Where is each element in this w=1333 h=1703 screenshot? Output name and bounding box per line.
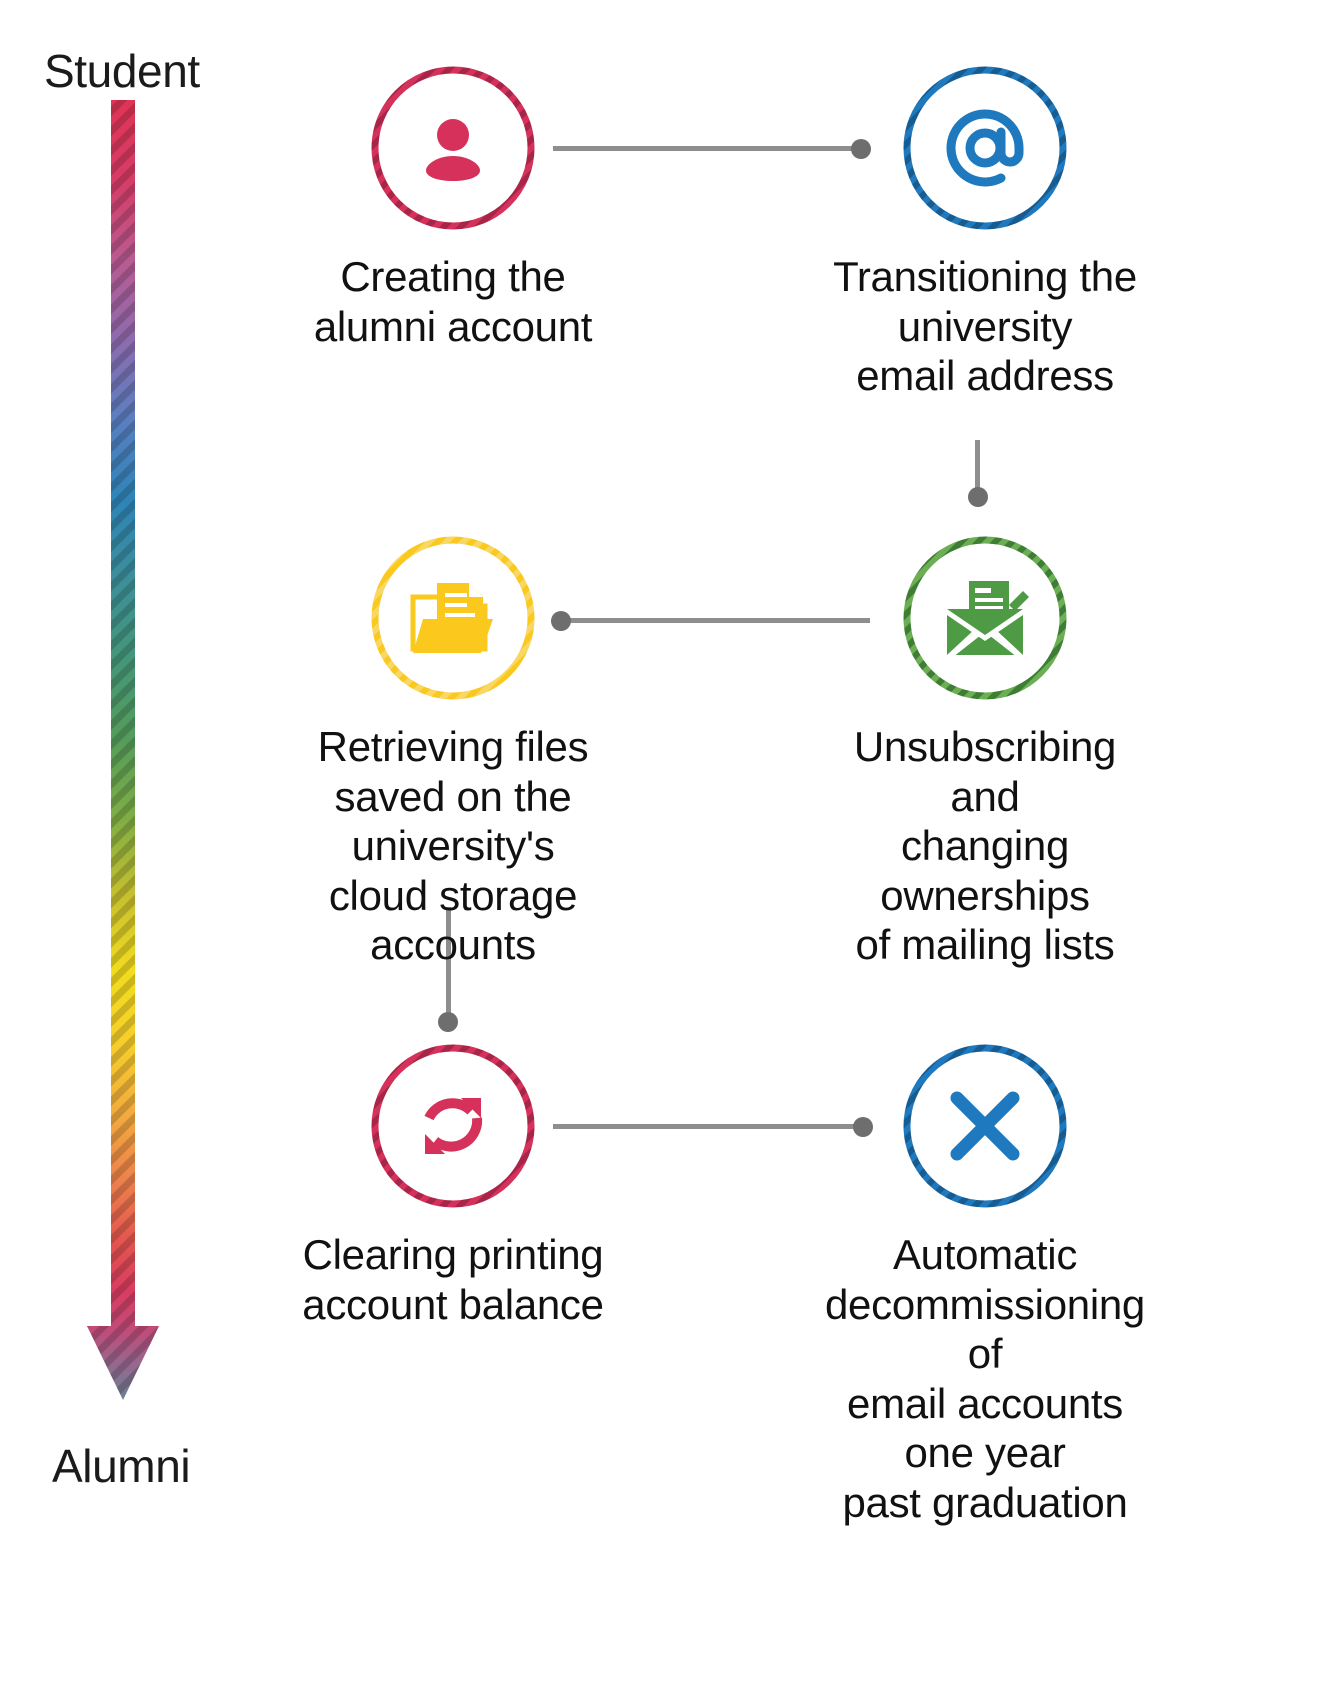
close-x-icon — [899, 1040, 1071, 1212]
connector-printing-to-decommission — [553, 1124, 863, 1129]
connector-files-to-printing — [446, 907, 451, 1027]
circle-ring — [371, 66, 535, 230]
timeline-start-label: Student — [44, 45, 200, 97]
student-to-alumni-arrow — [87, 100, 159, 1400]
node-decommission-badge — [899, 1040, 1071, 1212]
connector-endpoint-dot — [853, 1117, 873, 1137]
connector-endpoint-dot — [551, 611, 571, 631]
connector-endpoint-dot — [851, 139, 871, 159]
node-mailing-lists-badge — [899, 532, 1071, 704]
connector-endpoint-dot — [968, 487, 988, 507]
envelope-edit-icon — [899, 532, 1071, 704]
node-printing-balance[interactable]: Clearing printing account balance — [283, 1040, 623, 1329]
circle-ring — [903, 536, 1067, 700]
connector-email-to-mailing — [975, 440, 980, 500]
node-transition-email-badge — [899, 62, 1071, 234]
node-printing-balance-badge — [367, 1040, 539, 1212]
node-retrieve-files-caption: Retrieving files saved on the university… — [317, 723, 589, 969]
circle-ring — [903, 1044, 1067, 1208]
node-create-account-badge — [367, 62, 539, 234]
timeline-end-label: Alumni — [52, 1440, 191, 1492]
node-transition-email-caption: Transitioning the university email addre… — [833, 253, 1137, 400]
node-create-account-caption: Creating the alumni account — [313, 253, 593, 350]
node-retrieve-files-badge — [367, 532, 539, 704]
node-transition-email[interactable]: Transitioning the university email addre… — [815, 62, 1155, 401]
connector-endpoint-dot — [438, 1012, 458, 1032]
node-printing-balance-caption: Clearing printing account balance — [302, 1231, 604, 1328]
node-mailing-lists[interactable]: Unsubscribing and changing ownerships of… — [815, 532, 1155, 970]
node-decommission-caption: Automatic decommissioning of email accou… — [825, 1231, 1145, 1526]
connector-create-to-email — [553, 146, 861, 151]
node-create-account[interactable]: Creating the alumni account — [283, 62, 623, 351]
circle-ring — [903, 66, 1067, 230]
circle-ring — [371, 536, 535, 700]
node-mailing-lists-caption: Unsubscribing and changing ownerships of… — [853, 723, 1117, 969]
circle-ring — [371, 1044, 535, 1208]
folder-documents-icon — [367, 532, 539, 704]
connector-mailing-to-files — [560, 618, 870, 623]
at-sign-icon — [899, 62, 1071, 234]
person-icon — [367, 62, 539, 234]
node-decommission[interactable]: Automatic decommissioning of email accou… — [815, 1040, 1155, 1527]
refresh-sync-icon — [367, 1040, 539, 1212]
node-retrieve-files[interactable]: Retrieving files saved on the university… — [283, 532, 623, 970]
